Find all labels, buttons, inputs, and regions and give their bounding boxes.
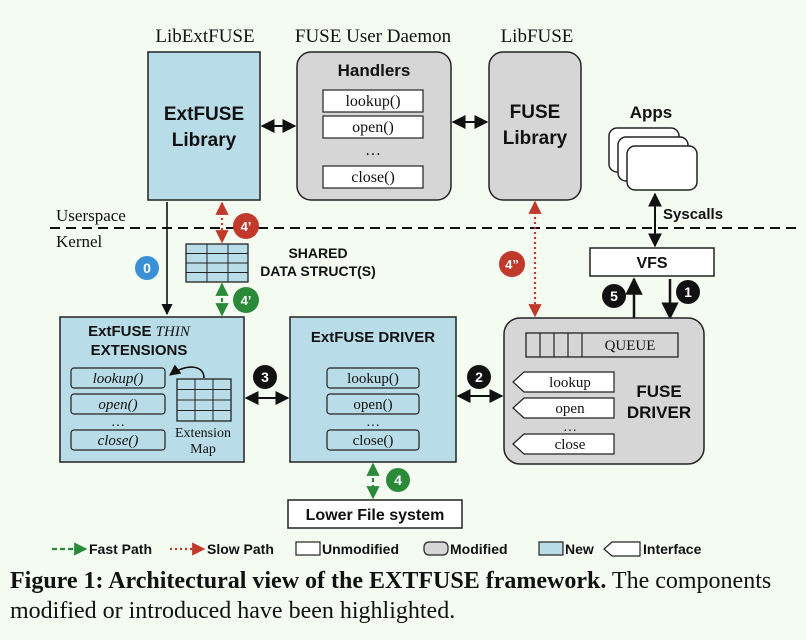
extension-map-label-1: Extension xyxy=(175,426,231,441)
caption-bold-suffix: framework. xyxy=(479,568,607,594)
handler-item-1: open() xyxy=(352,119,394,136)
shared-label-line2: DATA STRUCT(S) xyxy=(260,263,376,279)
badge-4p-green: 4’ xyxy=(241,293,252,308)
vfs-label: VFS xyxy=(636,255,667,272)
extfuse-library-box xyxy=(147,51,261,201)
fuse-library-subtitle: Library xyxy=(503,128,568,149)
thin-item-1: open() xyxy=(98,397,137,413)
legend-fast-label: Fast Path xyxy=(89,541,152,557)
badge-5: 5 xyxy=(610,288,618,304)
shared-label-line1: SHARED xyxy=(288,245,347,261)
badge-5-circle xyxy=(602,284,626,308)
handler-item-box-3 xyxy=(322,165,424,189)
syscalls-label: Syscalls xyxy=(663,206,723,223)
fuse-library-box xyxy=(488,51,582,201)
badge-4: 4 xyxy=(394,472,402,488)
handler-item-box-1 xyxy=(322,115,424,139)
badge-0: 0 xyxy=(143,260,151,276)
legend-slow-label: Slow Path xyxy=(207,541,274,557)
badge-3-circle xyxy=(253,365,277,389)
handler-item-box-0 xyxy=(322,89,424,113)
thin-item-0: lookup() xyxy=(93,371,144,387)
driver-item-box-3 xyxy=(326,429,420,451)
figure-caption: Figure 1: Architectural view of the EXTF… xyxy=(10,566,800,626)
fuse-user-daemon-label: FUSE User Daemon xyxy=(295,26,452,47)
interface-shape-3 xyxy=(512,433,615,455)
legend-unmodified-swatch xyxy=(295,541,321,556)
driver-item-box-0 xyxy=(326,367,420,389)
legend-modified-swatch xyxy=(423,541,449,556)
fuse-library-title: FUSE xyxy=(510,102,561,123)
thin-extensions-title-a: ExtFUSE xyxy=(88,323,156,340)
legend-interface-label: Interface xyxy=(643,541,702,557)
thin-item-ellipsis: … xyxy=(111,415,125,430)
libextfuse-label: LibExtFUSE xyxy=(155,26,254,47)
badge-1: 1 xyxy=(684,284,692,300)
thin-item-box-0 xyxy=(70,367,166,389)
badge-0-circle xyxy=(135,256,159,280)
extension-map-pointer-arrow xyxy=(169,364,205,379)
queue-label: QUEUE xyxy=(605,338,656,354)
legend-interface-swatch xyxy=(603,541,641,557)
handler-item-0: lookup() xyxy=(345,93,400,110)
badge-4-circle xyxy=(386,468,410,492)
fuse-driver-title: FUSE xyxy=(636,382,681,401)
thin-item-3: close() xyxy=(98,433,139,449)
extension-map-table xyxy=(176,378,232,422)
fuse-driver-item-0: lookup xyxy=(549,375,591,391)
lower-fs-box xyxy=(287,499,463,529)
interface-shape-0 xyxy=(512,371,615,393)
handler-item-3: close() xyxy=(351,169,395,186)
driver-item-3: close() xyxy=(353,433,394,449)
fuse-driver-item-ellipsis: … xyxy=(563,420,577,435)
thin-extensions-title: ExtFUSE THIN xyxy=(88,323,191,340)
libfuse-label: LibFUSE xyxy=(501,26,574,47)
badge-1-circle xyxy=(676,280,700,304)
legend-unmodified-label: Unmodified xyxy=(322,541,399,557)
badge-4pp-red-circle xyxy=(499,251,525,277)
driver-item-0: lookup() xyxy=(347,371,399,387)
thin-extensions-subtitle: EXTENSIONS xyxy=(91,342,188,359)
apps-label: Apps xyxy=(630,103,673,122)
handler-item-ellipsis: … xyxy=(365,142,381,159)
lower-fs-label: Lower File system xyxy=(306,507,445,524)
fuse-driver-item-1: open xyxy=(555,401,585,417)
thin-item-box-1 xyxy=(70,393,166,415)
thin-item-box-3 xyxy=(70,429,166,451)
thin-extensions-title-b: THIN xyxy=(156,324,191,340)
userspace-label: Userspace xyxy=(56,206,126,225)
fuse-driver-item-3: close xyxy=(555,437,586,453)
driver-item-ellipsis: … xyxy=(366,415,380,430)
legend-modified-label: Modified xyxy=(450,541,508,557)
shared-data-table xyxy=(185,243,249,283)
legend: Fast Path Slow Path Unmodified Modified … xyxy=(52,541,702,557)
interface-shape-1 xyxy=(512,397,615,419)
badge-4p-green-circle xyxy=(233,287,259,313)
extension-map-label-2: Map xyxy=(190,442,216,457)
extfuse-library-title: ExtFUSE xyxy=(164,104,244,125)
legend-new-label: New xyxy=(565,541,594,557)
vfs-box xyxy=(589,247,715,277)
caption-rest: The components modified or introduced ha… xyxy=(10,568,772,624)
driver-item-1: open() xyxy=(353,397,392,413)
legend-new-swatch xyxy=(538,541,564,556)
queue-box xyxy=(525,332,679,358)
caption-bold-name: EXTFUSE xyxy=(369,568,480,594)
driver-item-box-1 xyxy=(326,393,420,415)
extfuse-library-subtitle: Library xyxy=(172,130,237,151)
handlers-title: Handlers xyxy=(338,61,411,80)
app-card-front xyxy=(626,145,698,191)
badge-4p-red-circle xyxy=(233,213,259,239)
badge-2-circle xyxy=(467,365,491,389)
caption-bold-prefix: Figure 1: Architectural view of the xyxy=(10,568,370,594)
badge-4p-red: 4’ xyxy=(241,219,252,234)
badge-4pp-red: 4” xyxy=(505,257,519,272)
kernel-label: Kernel xyxy=(56,232,103,251)
badge-2: 2 xyxy=(475,369,483,385)
fuse-driver-subtitle: DRIVER xyxy=(627,403,691,422)
badge-3: 3 xyxy=(261,369,269,385)
extfuse-driver-title: ExtFUSE DRIVER xyxy=(311,329,435,346)
